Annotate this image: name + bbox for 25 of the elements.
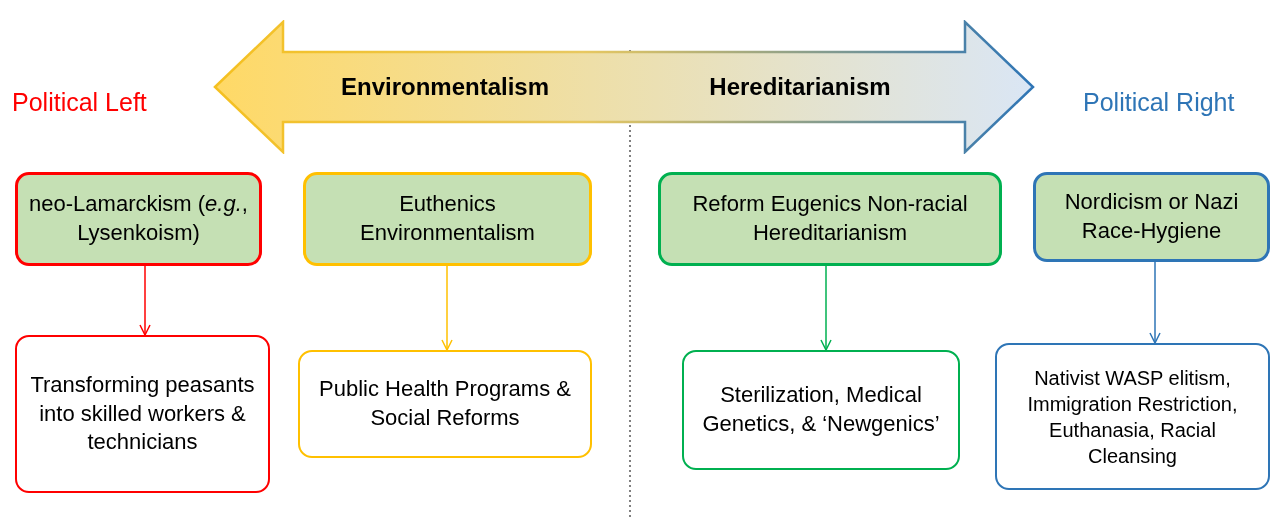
double-arrow [213,20,1035,154]
arrow-label: Hereditarianism [708,72,892,102]
side-label: Political Right [1083,88,1235,117]
arrow-label: Environmentalism [339,72,551,102]
box-text: Nativist WASP elitism, Immigration Restriction, Euthanasia, Racial Cleansing [1026,365,1239,469]
box-text: Transforming peasants into skilled workers & technicians [29,371,256,457]
arrow [820,265,832,351]
side-label: Political Left [12,88,147,117]
outcome-box [15,335,270,493]
arrow [139,265,151,336]
box-text: Nordicism or Nazi Race-Hygiene [1063,188,1240,245]
category-box [658,172,1002,266]
category-box [1033,172,1270,262]
outcome-box [298,350,592,458]
box-text: Sterilization, Medical Genetics, & ‘Newgenics’ [701,381,941,438]
outcome-box [995,343,1270,490]
box-text: Euthenics Environmentalism [359,190,536,247]
category-box [303,172,592,266]
category-box [15,172,262,266]
arrow [1149,261,1161,344]
outcome-box [682,350,960,470]
box-text: Public Health Programs & Social Reforms [318,375,572,432]
box-text: neo-Lamarckism (e.g., Lysenkoism) [28,190,249,247]
box-text: Reform Eugenics Non-racial Hereditarianism [691,190,969,247]
arrow [441,265,453,351]
